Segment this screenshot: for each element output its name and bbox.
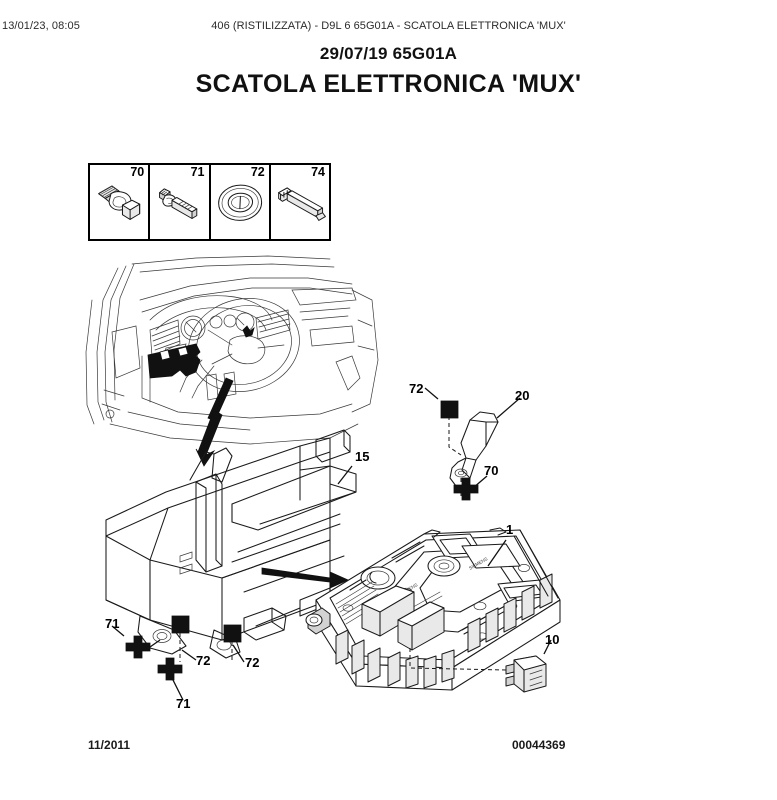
assembly-arrow-dash-to-console [207,377,234,422]
callout-72-left: 72 [196,653,211,668]
ecu-brand-mark-1: SIEMENS [398,582,418,597]
legend-number-70: 70 [130,165,145,179]
page-title: SCATOLA ELETTRONICA 'MUX' [195,70,582,98]
marker-square-72-bracket [440,400,459,419]
legend-cell-71: 71 [150,165,211,239]
callout-10-fuse: 10 [545,632,560,647]
leader-line-15-console [337,465,353,485]
callout-1-ecu: 1 [506,522,514,537]
footer-drawing-number: 00044369 [512,738,566,752]
leader-line-72-right [232,644,245,663]
legend-cell-74: 74 [271,165,329,239]
console-duct-support-assembly [105,429,357,659]
leader-line-cross-71-to-ear [149,639,161,648]
leader-line-1-ecu [487,539,507,567]
print-document-path: 406 (RISTILIZZATA) - D9L 6 65G01A - SCAT… [211,20,566,32]
rivet-pin-icon [159,188,198,219]
legend-cell-70: 70 [90,165,151,239]
fuse-part-10 [505,655,547,693]
retaining-clip-bracket-icon [277,187,326,221]
marker-cross-71-left [125,635,151,659]
callout-71-left: 71 [105,616,120,631]
leader-line-72-left [181,649,197,661]
legend-number-72: 72 [250,165,265,179]
callout-20-bracket: 20 [515,388,530,403]
footer-revision: 11/2011 [88,738,131,752]
dashboard-cockpit-drawing [85,255,379,445]
document-subtitle: 29/07/19 65G01A [319,44,458,63]
legend-number-71: 71 [190,165,205,179]
legend-cell-72: 72 [211,165,271,239]
print-timestamp: 13/01/23, 08:05 [2,20,80,32]
leader-dashed-72-bracket [448,416,462,456]
leader-dashed-fuse-to-ecu [409,648,507,671]
grommet-ring-icon [217,184,262,221]
callout-15-console: 15 [355,449,370,464]
legend-number-74: 74 [311,165,325,179]
bolt-with-washer-and-nut-icon [98,185,141,220]
callout-71-lower: 71 [176,696,191,711]
ecu-brand-mark-2: SIEMENS [468,556,488,571]
marker-square-72-right [223,624,242,643]
marker-cross-71-lower [157,657,183,681]
leader-line-72-bracket [424,387,439,400]
callout-72-bracket: 72 [409,381,424,396]
marker-square-72-left [171,615,190,634]
callout-70-bracket: 70 [484,463,499,478]
fastener-legend-box: 70 71 [88,163,331,241]
callout-72-right: 72 [245,655,260,670]
marker-cross-70-bracket [453,477,479,501]
assembly-arrow-console-to-ecu [261,567,349,589]
mux-ecu-module: SIEMENS SIEMENS [305,527,561,691]
leader-line-70-bracket [465,475,488,495]
